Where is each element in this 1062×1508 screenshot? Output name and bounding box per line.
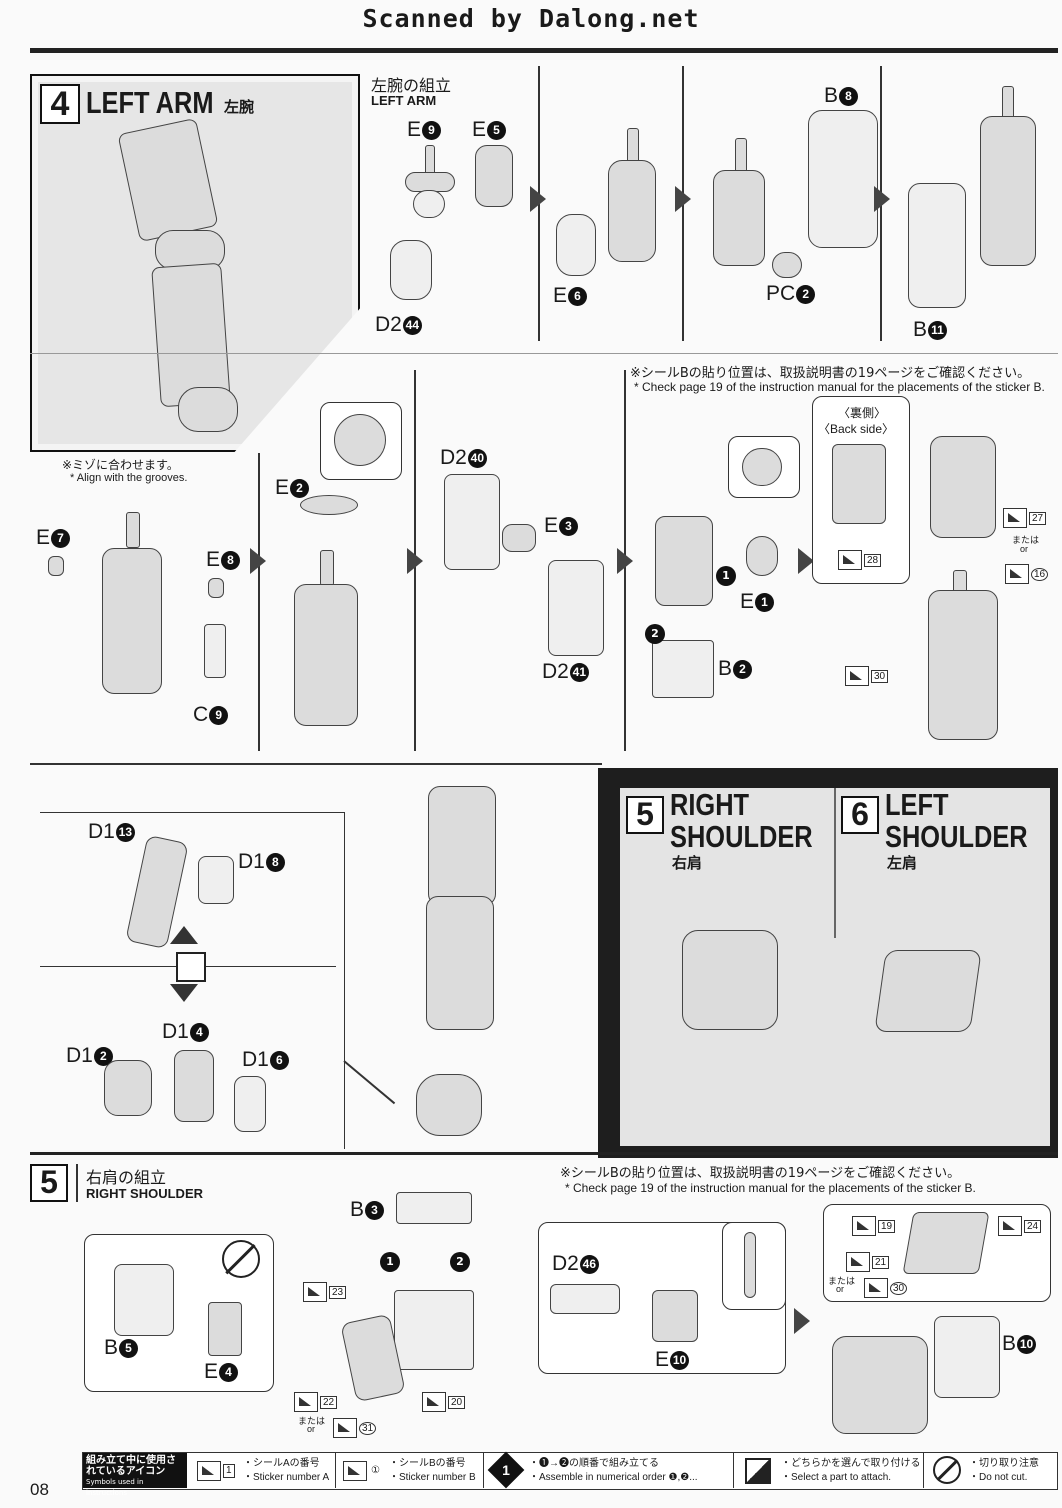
or-ja: または	[1012, 535, 1040, 545]
back-side-en: 〈Back side〉	[818, 422, 895, 436]
or-en: or	[1020, 544, 1029, 554]
top-rule	[30, 48, 1058, 53]
step5-banner-title-2: SHOULDER	[670, 819, 813, 854]
sequence-badge-2: 2	[450, 1252, 470, 1272]
or-ja: または	[828, 1276, 856, 1286]
sticker-30-alt: 30	[864, 1278, 908, 1298]
scan-credit: Scanned by Dalong.net	[362, 4, 700, 33]
step6-banner-title-1: LEFT	[885, 787, 949, 822]
back-side-part	[832, 444, 886, 524]
step6-banner-title-ja: 左肩	[887, 854, 918, 872]
step-arrow	[617, 548, 633, 574]
groove-note-en: * Align with the grooves.	[70, 472, 188, 484]
step-arrow	[874, 186, 890, 212]
step-arrow	[794, 1308, 810, 1334]
sticker-20: 20	[422, 1392, 466, 1412]
sequence-badge-1: 1	[380, 1252, 400, 1272]
step4-title-ja: 左腕	[224, 98, 255, 116]
step5-number: 5	[30, 1164, 68, 1202]
back-side-ja: 〈裏側〉	[838, 406, 887, 420]
do-not-cut-icon	[933, 1456, 961, 1484]
step5-sticker-note-ja: ※シールBの貼り位置は、取扱説明書の19ページをご確認ください。	[560, 1166, 961, 1181]
sequence-badge-1: 1	[716, 566, 736, 586]
step4-assembly-ja: 左腕の組立	[371, 76, 452, 95]
step5-assembly-ja: 右肩の組立	[86, 1168, 167, 1187]
left-shoulder-illustration	[874, 950, 982, 1032]
step-arrow	[675, 186, 691, 212]
sticker-16: 16	[1005, 564, 1049, 584]
sticker-21: 21	[846, 1252, 890, 1272]
step-arrow	[798, 548, 814, 574]
select-part-icon	[745, 1458, 771, 1484]
step4-sticker-note-ja: ※シールBの貼り位置は、取扱説明書の19ページをご確認ください。	[630, 366, 1031, 381]
icons-title-en: Symbols used in instructions	[86, 1478, 144, 1497]
do-not-cut-icon	[222, 1240, 260, 1278]
step-arrow	[530, 186, 546, 212]
sticker-a-icon	[197, 1461, 221, 1481]
step4-assembly-en: LEFT ARM	[371, 93, 437, 108]
page-number: 08	[30, 1480, 49, 1499]
or-en: or	[836, 1284, 845, 1294]
hand-assembly-panel	[40, 812, 345, 1149]
step-arrow	[407, 548, 423, 574]
step4-title: LEFT ARM	[86, 85, 214, 120]
sticker-27: 27	[1003, 508, 1047, 528]
step-arrow	[250, 548, 266, 574]
sticker-23: 23	[303, 1282, 347, 1302]
right-shoulder-illustration	[682, 930, 778, 1030]
icons-title-ja: 組み立て中に使用されているアイコン	[86, 1455, 176, 1477]
step6-banner-title-2: SHOULDER	[885, 819, 1028, 854]
sticker-24: 24	[998, 1216, 1042, 1236]
or-en: or	[307, 1424, 316, 1434]
icon-legend: 組み立て中に使用されているアイコン Symbols used in instru…	[82, 1451, 1058, 1497]
step5-banner-number: 5	[626, 796, 664, 834]
step4-number: 4	[40, 84, 80, 124]
left-arm-finished-illustration	[117, 117, 250, 440]
sticker-22: 22	[294, 1392, 338, 1412]
step4-sticker-note-en: * Check page 19 of the instruction manua…	[634, 380, 1045, 394]
sticker-b-icon	[343, 1461, 367, 1481]
step5-sticker-note-en: * Check page 19 of the instruction manua…	[565, 1181, 976, 1195]
or-ja: または	[298, 1416, 326, 1426]
select-part-icon	[176, 952, 206, 982]
sequence-badge-2: 2	[645, 624, 665, 644]
groove-note-ja: ※ミゾに合わせます。	[62, 458, 179, 472]
sticker-28: 28	[838, 550, 882, 570]
sticker-19: 19	[852, 1216, 896, 1236]
step5-assembly-en: RIGHT SHOULDER	[86, 1186, 203, 1201]
step5-banner-title-1: RIGHT	[670, 787, 750, 822]
step6-banner-number: 6	[841, 796, 879, 834]
sticker-31: 31	[333, 1418, 377, 1438]
sticker-30: 30	[845, 666, 889, 686]
step5-banner-title-ja: 右肩	[672, 854, 703, 872]
